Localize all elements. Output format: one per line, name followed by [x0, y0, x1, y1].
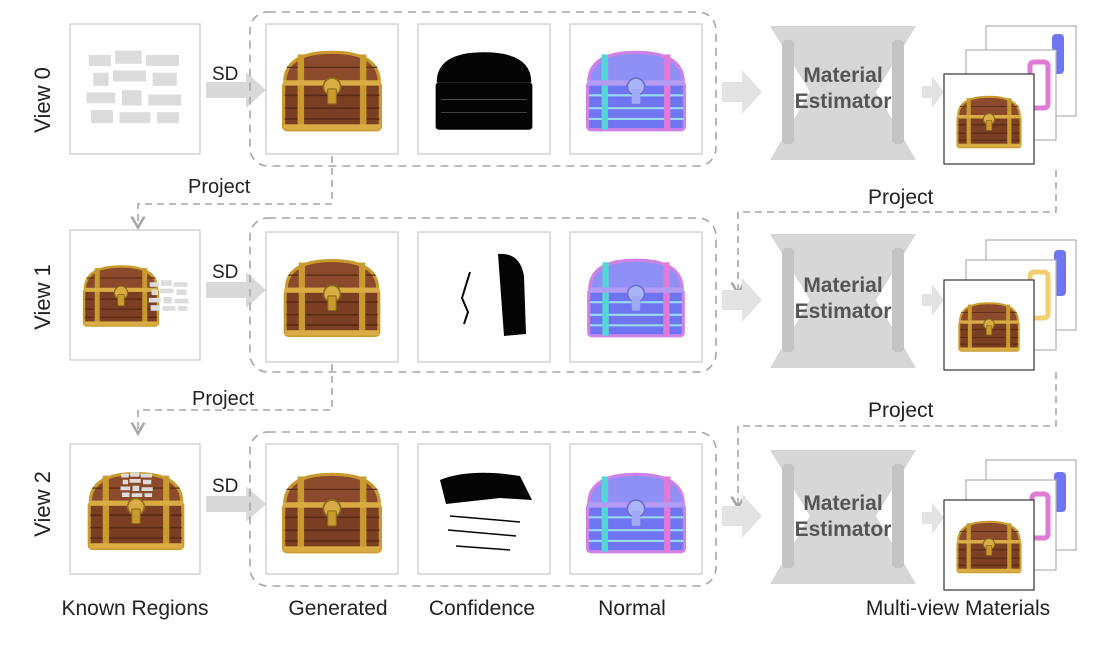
estimator-line1-1: Material	[803, 274, 882, 297]
sd-label-1: SD	[212, 262, 238, 283]
label-known-regions: Known Regions	[61, 597, 208, 620]
to-materials-arrow-2	[922, 502, 944, 534]
estimator-line2-0: Estimator	[795, 90, 892, 113]
material-estimator-2: Material Estimator	[770, 450, 916, 584]
multiview-materials-1	[943, 239, 1077, 371]
project-label-left-1: Project	[192, 388, 255, 410]
confidence-panel-1	[417, 231, 551, 363]
label-multiview-materials: Multi-view Materials	[866, 597, 1050, 620]
label-generated: Generated	[288, 597, 387, 620]
sd-arrow-2	[206, 486, 266, 522]
to-estimator-arrow-1	[722, 278, 762, 322]
estimator-line2-2: Estimator	[795, 518, 892, 541]
project-label-right-1: Project	[868, 399, 934, 422]
to-estimator-arrow-2	[722, 494, 762, 538]
estimator-line1-0: Material	[803, 64, 882, 87]
estimator-line1-2: Material	[803, 492, 882, 515]
project-link-right-1	[738, 372, 1057, 506]
view-1-label: View 1	[30, 264, 55, 330]
row-1: SD Material Estimator	[69, 217, 1077, 373]
multiview-materials-2	[943, 459, 1077, 591]
sd-arrow-0	[206, 72, 266, 108]
estimator-line2-1: Estimator	[795, 300, 892, 323]
multiview-materials-0	[943, 25, 1077, 165]
dashed-group-2	[249, 431, 717, 587]
dashed-group-0	[249, 11, 717, 167]
view-2-label: View 2	[30, 471, 55, 537]
sd-arrow-1	[206, 272, 266, 308]
project-label-left-0: Project	[188, 176, 251, 198]
row-0: SD Material Estimator	[69, 11, 1077, 167]
material-estimator-1: Material Estimator	[770, 234, 916, 368]
dashed-group-1	[249, 217, 717, 373]
to-materials-arrow-0	[922, 76, 944, 108]
sd-label-0: SD	[212, 64, 238, 85]
project-link-right-0	[738, 170, 1057, 292]
project-label-right-0: Project	[868, 186, 934, 209]
sd-label-2: SD	[212, 476, 238, 497]
to-estimator-arrow-0	[722, 70, 762, 114]
to-materials-arrow-1	[922, 284, 944, 316]
project-link-left-0	[138, 156, 333, 226]
material-estimator-0: Material Estimator	[770, 26, 916, 160]
label-confidence: Confidence	[429, 597, 535, 620]
row-2: SD Material Estimator	[69, 431, 1077, 591]
confidence-panel-2	[417, 443, 551, 575]
label-normal: Normal	[598, 597, 666, 620]
view-0-label: View 0	[30, 67, 55, 133]
known-regions-panel-0	[69, 23, 201, 155]
